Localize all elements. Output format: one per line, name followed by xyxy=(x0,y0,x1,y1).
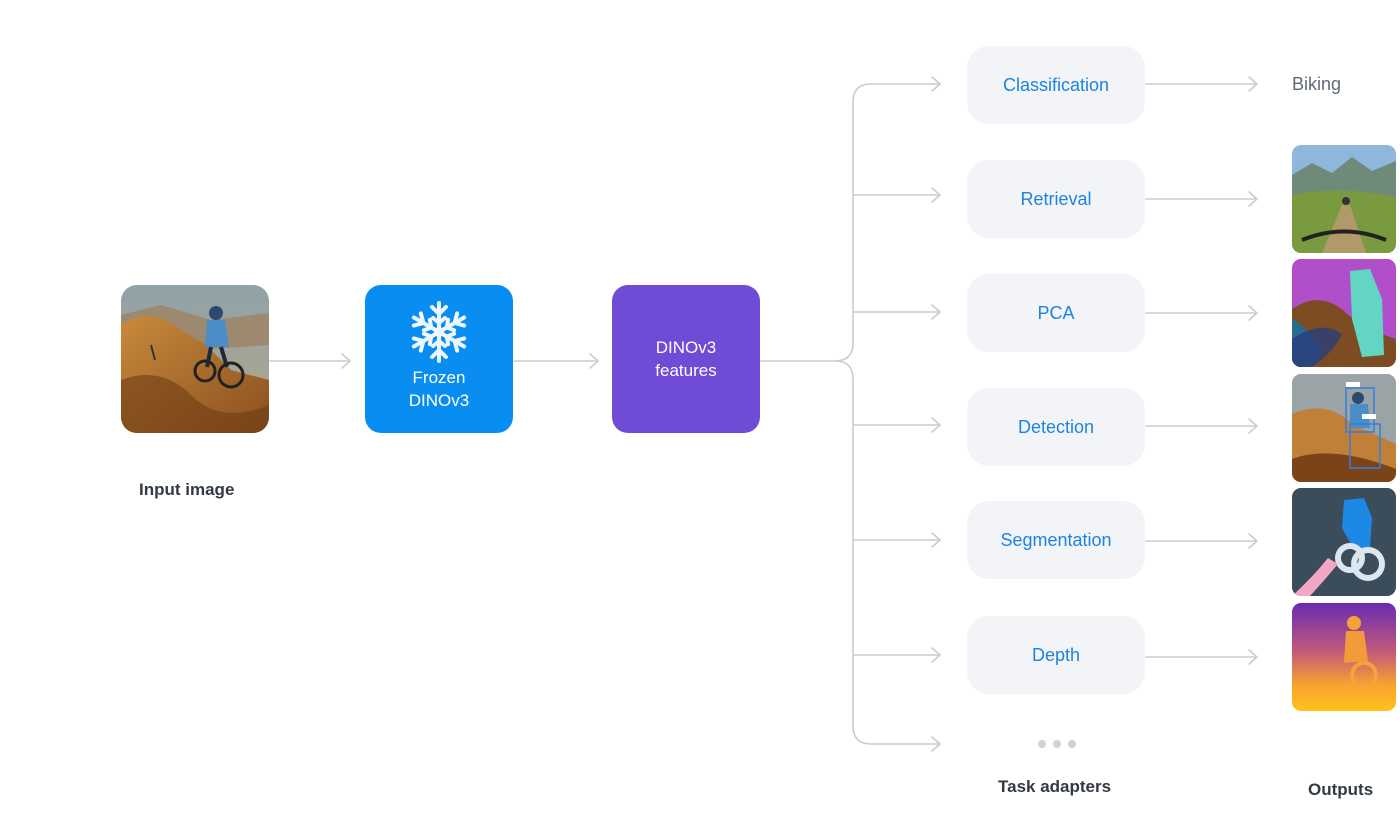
task-pca: PCA xyxy=(967,274,1145,352)
task-segmentation: Segmentation xyxy=(967,501,1145,579)
arrowhead-segmentation xyxy=(931,532,941,548)
input-image xyxy=(121,285,269,433)
arrowhead-detection xyxy=(931,417,941,433)
frozen-dinov3-block: Frozen DINOv3 xyxy=(365,285,513,433)
outputs-caption: Outputs xyxy=(1308,780,1374,799)
trunk-line xyxy=(759,83,941,745)
arrow-pca-out xyxy=(1145,305,1258,321)
task-adapters-caption: Task adapters xyxy=(998,777,1112,796)
segmentation-output-image xyxy=(1292,488,1396,596)
arrowhead-retrieval xyxy=(931,187,941,203)
arrow-frozen-to-features xyxy=(513,353,599,369)
classification-output: Biking xyxy=(1292,74,1342,94)
detection-output-image xyxy=(1292,374,1396,482)
depth-output-image xyxy=(1292,603,1396,711)
arrowhead-depth xyxy=(931,647,941,663)
arrowhead-classification xyxy=(931,76,941,92)
input-image-caption: Input image xyxy=(139,480,235,499)
arrow-detection-out xyxy=(1145,418,1258,434)
arrow-input-to-frozen xyxy=(269,353,351,369)
features-line-1: DINOv3 xyxy=(655,338,717,357)
frozen-line-1: Frozen xyxy=(412,368,466,387)
task-detection: Detection xyxy=(967,388,1145,466)
retrieval-output-image xyxy=(1292,145,1396,253)
ellipsis-icon xyxy=(1038,740,1076,748)
snowflake-icon xyxy=(408,301,470,363)
features-line-2: features xyxy=(655,361,717,380)
arrow-retrieval-out xyxy=(1145,191,1258,207)
dinov3-features-block: DINOv3 features xyxy=(612,285,760,433)
task-retrieval: Retrieval xyxy=(967,160,1145,238)
arrowhead-more xyxy=(931,736,941,752)
pca-output-image xyxy=(1292,259,1396,367)
arrow-classification-out xyxy=(1145,76,1258,92)
frozen-line-2: DINOv3 xyxy=(408,391,470,410)
arrow-segmentation-out xyxy=(1145,533,1258,549)
arrowhead-pca xyxy=(931,304,941,320)
task-classification: Classification xyxy=(967,46,1145,124)
task-depth: Depth xyxy=(967,616,1145,694)
arrow-depth-out xyxy=(1145,649,1258,665)
